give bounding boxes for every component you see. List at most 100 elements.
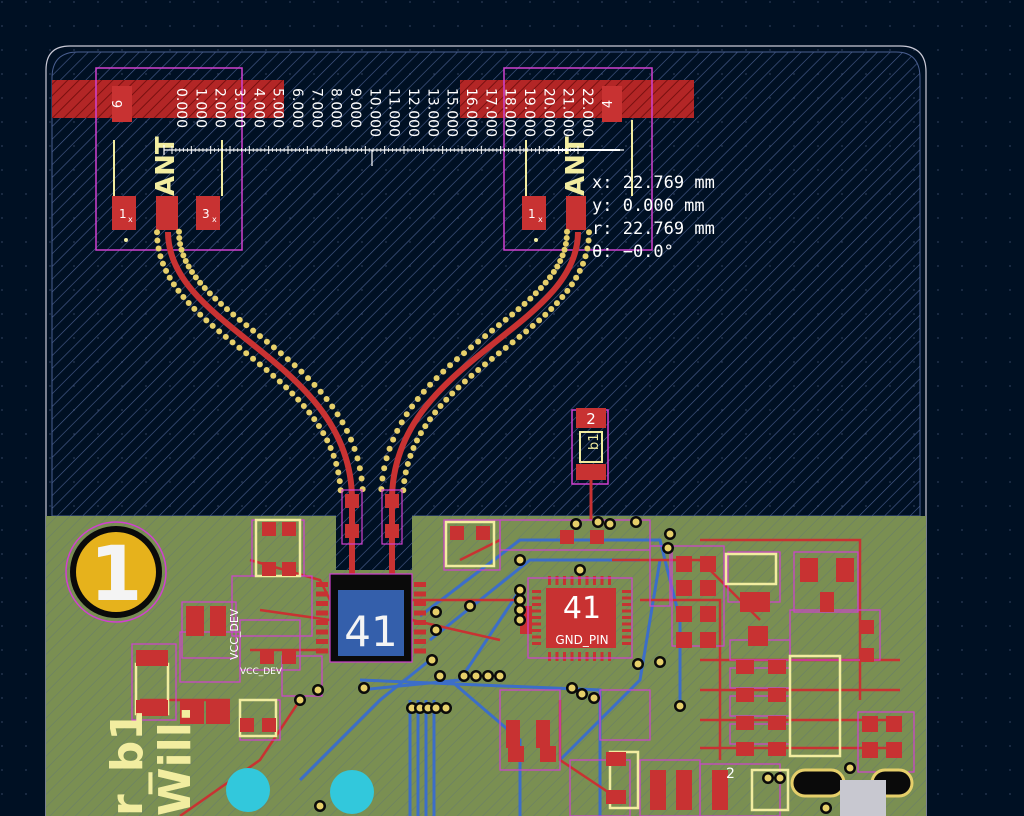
smd-pad[interactable] xyxy=(676,556,692,572)
ruler-tick-label: 8.000 xyxy=(328,88,344,128)
smd-pad[interactable] xyxy=(262,718,276,732)
ruler-tick-label: 18.000 xyxy=(502,88,518,137)
smd-pad[interactable] xyxy=(860,620,874,634)
smd-pad[interactable] xyxy=(700,556,716,572)
via xyxy=(455,384,462,391)
silkscreen-outline xyxy=(750,768,790,812)
chip-pin xyxy=(532,609,541,613)
smd-pad[interactable] xyxy=(560,530,574,544)
smd-pad[interactable] xyxy=(136,650,168,666)
footprint-courtyard[interactable] xyxy=(699,763,781,816)
footprint-courtyard[interactable] xyxy=(671,545,725,647)
rf-component[interactable] xyxy=(381,489,403,545)
smd-pad[interactable] xyxy=(768,742,786,756)
smd-pad[interactable] xyxy=(540,746,556,762)
usb-connector[interactable] xyxy=(790,768,914,816)
smd-pad[interactable] xyxy=(180,700,204,724)
smd-pad[interactable] xyxy=(768,688,786,702)
footprint-courtyard[interactable] xyxy=(181,601,237,659)
chip-pin xyxy=(555,576,559,585)
smd-pad[interactable] xyxy=(590,530,604,544)
front-trace[interactable] xyxy=(411,618,501,642)
smd-pad[interactable] xyxy=(606,752,626,766)
smd-pad[interactable] xyxy=(736,688,754,702)
rf-traces[interactable] xyxy=(154,228,592,580)
smd-pad[interactable] xyxy=(700,580,716,596)
smd-pad[interactable] xyxy=(700,606,716,622)
front-trace[interactable] xyxy=(640,598,722,760)
smd-pad[interactable] xyxy=(260,650,274,664)
smd-pad[interactable] xyxy=(476,526,490,540)
smd-pad[interactable] xyxy=(862,716,878,732)
smd-pad[interactable] xyxy=(860,648,874,662)
smd-pad[interactable] xyxy=(862,742,878,758)
smd-pad[interactable] xyxy=(136,700,168,716)
chip-pin xyxy=(622,603,631,606)
smd-pad[interactable] xyxy=(676,632,692,648)
smd-pad[interactable] xyxy=(450,526,464,540)
smd-pad[interactable] xyxy=(536,720,550,748)
smd-pad[interactable] xyxy=(768,716,786,730)
front-trace[interactable] xyxy=(179,699,302,816)
smd-pad[interactable] xyxy=(820,592,834,612)
back-trace[interactable] xyxy=(429,558,640,642)
footprint-courtyard[interactable] xyxy=(599,689,651,741)
smd-pad[interactable] xyxy=(836,558,854,582)
front-trace[interactable] xyxy=(259,608,331,622)
smd-pad[interactable] xyxy=(676,580,692,596)
smd-pad[interactable] xyxy=(700,632,716,648)
smd-pad[interactable] xyxy=(740,592,770,612)
via xyxy=(323,396,330,403)
chip-pin xyxy=(532,629,541,632)
smd-pad[interactable] xyxy=(282,522,296,536)
board-components[interactable] xyxy=(131,516,915,816)
smd-pad[interactable] xyxy=(676,606,692,622)
via xyxy=(559,252,566,259)
rf-trace[interactable] xyxy=(165,231,355,501)
badge-number: 1 xyxy=(90,529,143,618)
smd-pad[interactable] xyxy=(768,660,786,674)
smd-pad[interactable] xyxy=(262,522,276,536)
mcu-chip[interactable]: 41 GND_PIN xyxy=(527,577,633,659)
smd-pad[interactable] xyxy=(282,650,296,664)
smd-pad[interactable] xyxy=(262,562,276,576)
footprint-courtyard[interactable] xyxy=(569,759,631,816)
smd-pad[interactable] xyxy=(748,626,768,646)
smd-pad[interactable] xyxy=(282,562,296,576)
smd-pad[interactable] xyxy=(800,558,818,582)
smd-pad[interactable] xyxy=(736,716,754,730)
footprint-courtyard[interactable] xyxy=(789,609,881,661)
mcu-chip-label: 41 xyxy=(563,591,601,626)
smd-pad[interactable] xyxy=(506,720,520,748)
rf-trace[interactable] xyxy=(389,231,581,501)
smd-pad[interactable] xyxy=(886,742,902,758)
via xyxy=(542,311,549,318)
back-trace[interactable] xyxy=(298,658,431,782)
smd-pad[interactable] xyxy=(712,770,728,810)
rf-module[interactable]: 41 xyxy=(329,573,413,663)
smd-pad[interactable] xyxy=(886,716,902,732)
smd-pad[interactable] xyxy=(186,606,204,636)
measure-y: y: 0.000 mm xyxy=(592,196,705,216)
smd-pad[interactable] xyxy=(736,742,754,756)
smd-pad[interactable] xyxy=(240,718,254,732)
smd-pad[interactable] xyxy=(736,660,754,674)
smd-pad[interactable] xyxy=(508,746,524,762)
module-pin xyxy=(414,601,426,606)
via xyxy=(563,234,570,241)
rf-component[interactable] xyxy=(341,489,363,545)
footprint-courtyard[interactable] xyxy=(131,643,177,721)
component-b1[interactable]: 2 b1 xyxy=(571,408,609,520)
smd-pad[interactable] xyxy=(210,606,226,636)
footprint-courtyard[interactable] xyxy=(499,689,561,771)
smd-pad[interactable] xyxy=(206,700,230,724)
smd-pad[interactable] xyxy=(650,770,666,810)
via xyxy=(449,390,456,397)
chip-pin xyxy=(622,635,631,639)
smd-pad[interactable] xyxy=(676,770,692,810)
footprint-courtyard[interactable] xyxy=(649,545,671,607)
front-trace[interactable] xyxy=(700,538,862,700)
smd-pad[interactable] xyxy=(606,790,626,804)
